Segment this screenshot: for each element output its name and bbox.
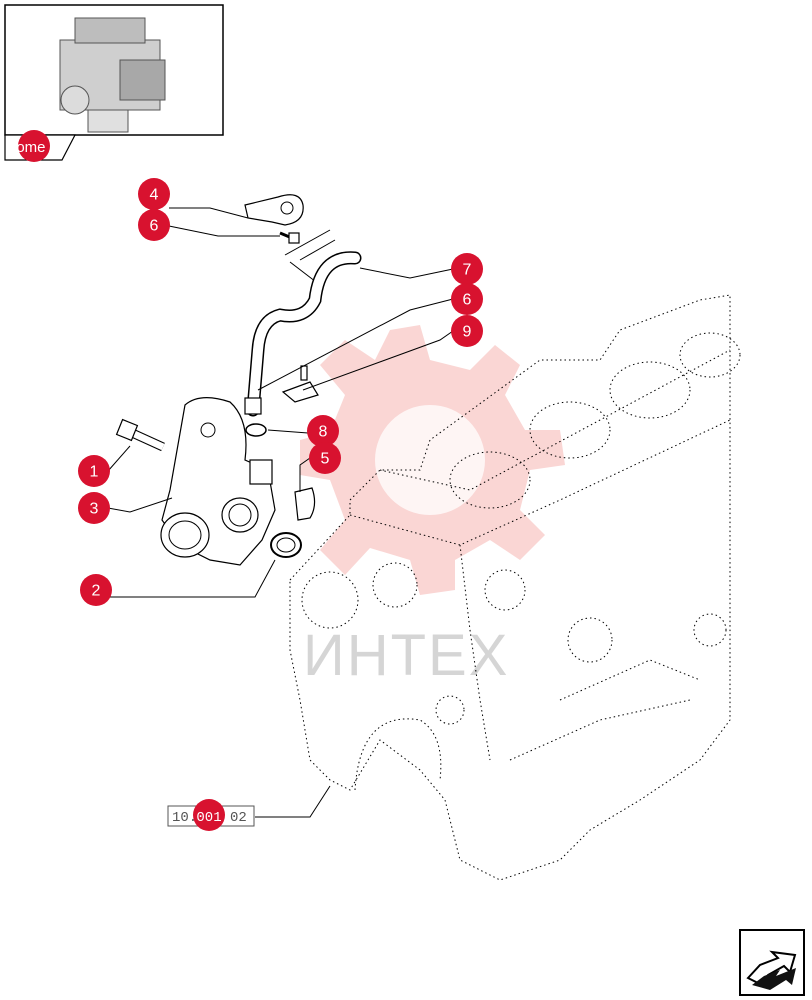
callout-9[interactable]: 9	[451, 315, 483, 347]
callout-label: 4	[150, 187, 159, 204]
reference-suffix: 02	[230, 810, 247, 826]
oring-part	[245, 423, 267, 437]
callout-label: 2	[92, 583, 101, 600]
callout-label: 8	[319, 424, 328, 441]
housing-part	[160, 397, 276, 566]
home-button[interactable]: home	[8, 130, 50, 162]
callout-3[interactable]: 3	[78, 492, 110, 524]
callout-1[interactable]: 1	[78, 455, 110, 487]
watermark-text: ИНТЕХ	[303, 623, 509, 688]
callout-8[interactable]: 8	[307, 415, 339, 447]
callout-label: 3	[90, 501, 99, 518]
callout-label: 9	[463, 324, 472, 341]
reference-link[interactable]: 10. 001 02	[167, 799, 255, 831]
callout-2[interactable]: 2	[80, 574, 112, 606]
clamp-part	[244, 194, 304, 226]
engine-block	[289, 294, 741, 881]
bracket-part	[281, 381, 319, 403]
arrow-next-icon[interactable]	[739, 929, 805, 996]
watermark-gear	[300, 325, 565, 595]
callout-5[interactable]: 5	[309, 442, 341, 474]
engine-thumbnail-image	[59, 17, 166, 133]
callout-label: 6	[150, 218, 159, 235]
callout-label: 5	[321, 451, 330, 468]
engine-thumbnail[interactable]: home	[4, 4, 224, 162]
callout-6-screw[interactable]: 6	[451, 283, 483, 315]
home-label: home	[8, 139, 46, 156]
callout-4[interactable]: 4	[138, 178, 170, 210]
callout-label: 7	[463, 262, 472, 279]
bolt-small-part	[279, 231, 300, 244]
leader-lines	[107, 207, 454, 818]
callout-6-bolt[interactable]: 6	[138, 209, 170, 241]
callout-label: 6	[463, 292, 472, 309]
reference-code: 001	[196, 810, 221, 826]
callout-7[interactable]: 7	[451, 253, 483, 285]
plug-part	[294, 487, 316, 521]
bolt-large-part	[115, 418, 165, 452]
reference-prefix: 10.	[172, 810, 197, 826]
callout-label: 1	[90, 464, 99, 481]
